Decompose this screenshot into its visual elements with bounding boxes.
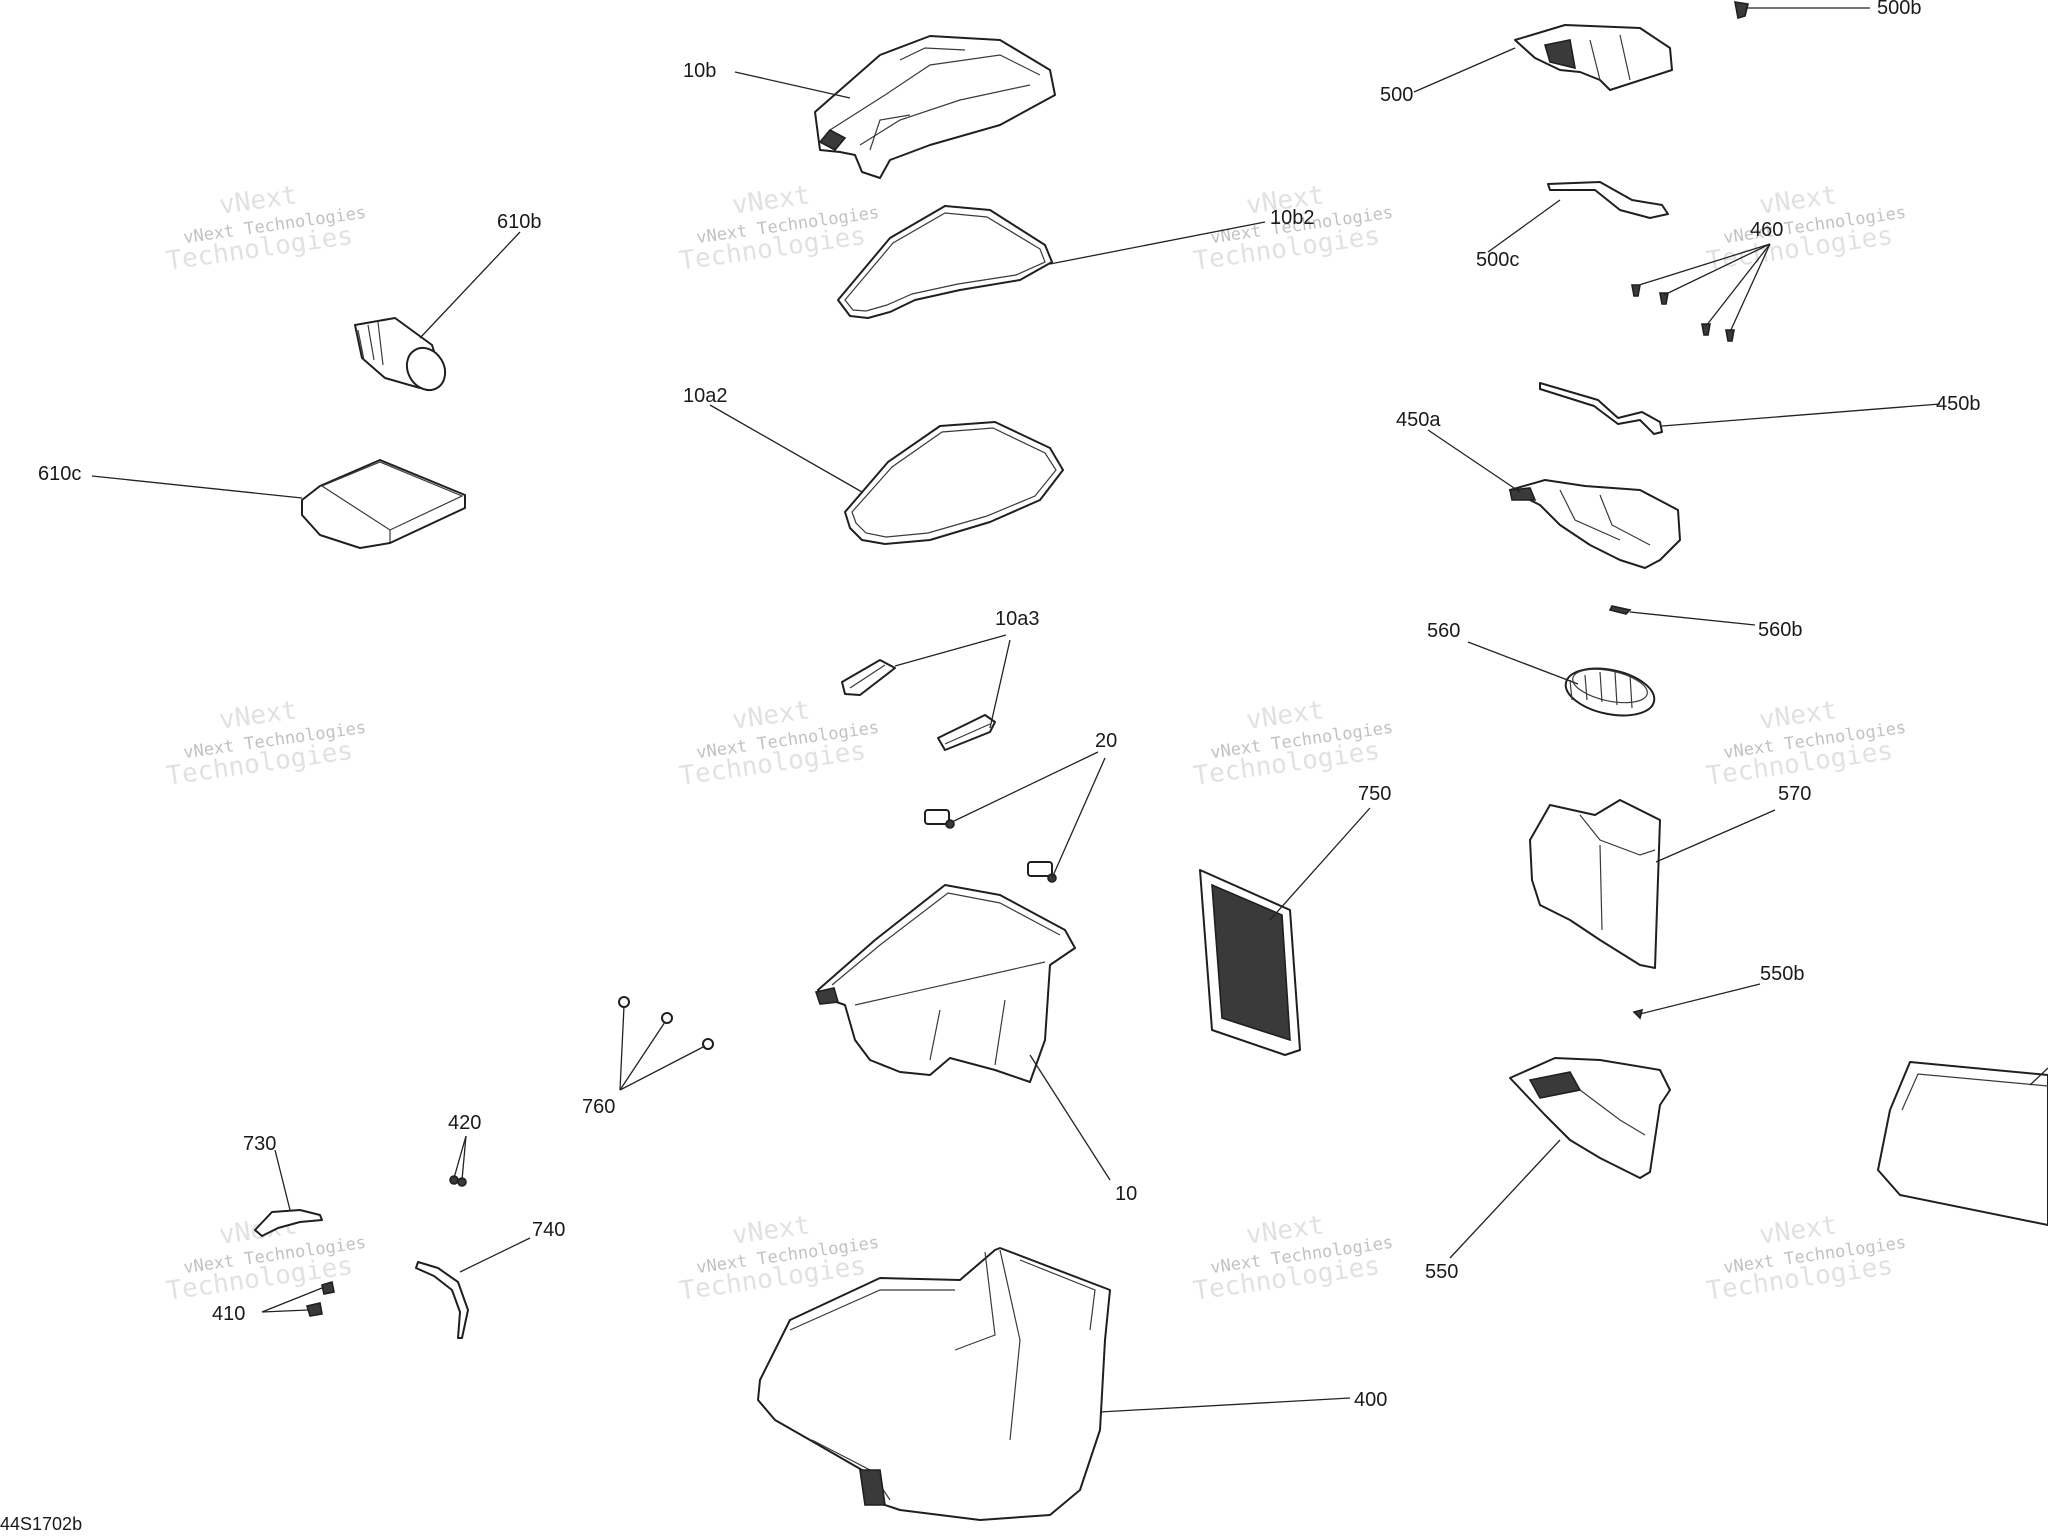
watermark: vNext vNext Technologies Technologies [165,180,368,276]
callout-610c: 610c [38,463,81,485]
callout-570: 570 [1778,783,1811,805]
partial-panel[interactable] [1877,1061,2048,1226]
part-10a3-clip[interactable] [841,659,896,696]
part-740-rod[interactable] [415,1261,469,1339]
part-420-screw[interactable] [449,1175,467,1187]
callout-500c: 500c [1476,249,1519,271]
callout-560b: 560b [1758,619,1803,641]
callout-10b2: 10b2 [1270,207,1315,229]
callout-410: 410 [212,1303,245,1325]
part-450b-rod[interactable] [1539,382,1663,435]
part-20-fastener[interactable] [924,809,955,829]
part-450a-duct[interactable] [1509,479,1681,569]
part-10a3-clip[interactable] [937,714,996,751]
part-730-handle[interactable] [254,1209,323,1237]
part-500c-gasket[interactable] [1547,181,1669,219]
part-570-box[interactable] [1529,799,1661,969]
part-10a2-seal[interactable] [844,421,1064,545]
watermark-grid: vNext vNext Technologies Technologies vN… [165,180,1908,1306]
callout-550: 550 [1425,1261,1458,1283]
callout-10: 10 [1115,1183,1137,1205]
callout-500: 500 [1380,84,1413,106]
watermark: vNext vNext Technologies Technologies [165,695,368,791]
watermark: vNext vNext Technologies Technologies [1705,180,1908,276]
part-550-tray-box[interactable] [1509,1057,1671,1179]
part-560-cap[interactable] [1561,661,1658,723]
callout-450b: 450b [1936,393,1981,415]
callout-560: 560 [1427,620,1460,642]
watermark: vNext vNext Technologies Technologies [678,180,881,276]
callout-500b: 500b [1877,0,1922,19]
part-750-grille-panel[interactable] [1199,869,1301,1056]
callout-450a: 450a [1396,409,1441,431]
part-500b-clip[interactable] [1734,1,1749,20]
callout-730: 730 [243,1133,276,1155]
callout-460: 460 [1750,219,1783,241]
callout-420: 420 [448,1112,481,1134]
watermark: vNext vNext Technologies Technologies [678,695,881,791]
watermark: vNext vNext Technologies Technologies [1705,695,1908,791]
part-410-fastener[interactable] [305,1280,335,1317]
part-560b-clip[interactable] [1608,605,1632,615]
callout-20: 20 [1095,730,1117,752]
part-20-fastener[interactable] [1027,861,1057,883]
callout-740: 740 [532,1219,565,1241]
part-10-airbox-base[interactable] [814,884,1076,1083]
callout-760: 760 [582,1096,615,1118]
callout-550b: 550b [1760,963,1805,985]
watermark: vNext vNext Technologies Technologies [1192,1210,1395,1306]
part-610c-filter-pad[interactable] [301,459,466,549]
watermark: vNext vNext Technologies Technologies [1705,1210,1908,1306]
callout-750: 750 [1358,783,1391,805]
part-400-lower-tray[interactable] [757,1247,1111,1521]
part-760-fastener[interactable] [618,996,714,1050]
leader-lines [91,7,2048,1413]
callout-10b: 10b [683,60,716,82]
callout-400: 400 [1354,1389,1387,1411]
part-460-screw[interactable] [1631,284,1735,342]
callout-labels: 10b 10b2 10a2 10a3 20 10 400 410 420 730… [38,0,1981,1411]
part-610b-filter[interactable] [354,317,453,397]
part-10b-cover[interactable] [814,35,1056,179]
watermark: vNext vNext Technologies Technologies [165,1210,368,1306]
part-500-cover[interactable] [1514,24,1673,91]
part-10b2-seal[interactable] [837,205,1053,319]
callout-10a3: 10a3 [995,608,1040,630]
diagram-id: 44S1702b [0,1514,82,1534]
callout-10a2: 10a2 [683,385,728,407]
callout-610b: 610b [497,211,542,233]
watermark: vNext vNext Technologies Technologies [1192,695,1395,791]
